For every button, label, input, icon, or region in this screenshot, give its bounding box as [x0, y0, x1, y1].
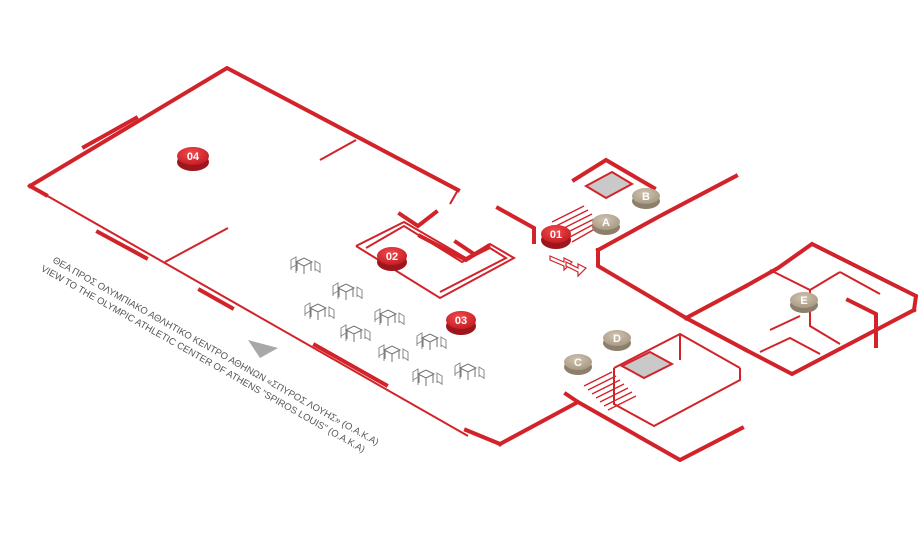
marker-b-label: B	[642, 191, 650, 203]
right-block-walls	[571, 157, 919, 377]
marker-02-label: 02	[386, 251, 398, 263]
cafe-table-icon	[332, 282, 363, 300]
marker-04-label: 04	[187, 151, 200, 163]
central-section-walls	[355, 205, 536, 300]
marker-04[interactable]: 04	[177, 147, 209, 171]
marker-03[interactable]: 03	[446, 311, 476, 335]
marker-a-label: A	[602, 217, 610, 229]
marker-03-label: 03	[455, 315, 467, 327]
cafe-table-icon	[412, 368, 443, 386]
elevator-pad-bottom	[619, 350, 675, 380]
lower-block-walls	[497, 332, 745, 463]
cafe-table-icon	[304, 302, 335, 320]
cafe-table-icon	[290, 256, 321, 274]
cafe-table-icon	[378, 344, 409, 362]
cafe-table-icon	[416, 332, 447, 350]
marker-c-label: C	[574, 357, 582, 369]
marker-d[interactable]: D	[603, 330, 631, 351]
cafe-table-icon	[340, 324, 371, 342]
stairs-bottom	[583, 371, 637, 411]
cafe-table-icon	[454, 362, 485, 380]
cafe-tables	[290, 256, 485, 386]
elevator-pad-top	[583, 170, 635, 200]
marker-e-label: E	[800, 295, 807, 307]
caption-greek: ΘΕΑ ΠΡΟΣ ΟΛΥΜΠΙΑΚΟ ΑΘΛΗΤΙΚΟ ΚΕΝΤΡΟ ΑΘΗΝΩ…	[51, 255, 381, 448]
marker-b[interactable]: B	[632, 188, 660, 209]
entrance-arrows-icon	[549, 255, 588, 278]
cafe-table-icon	[374, 308, 405, 326]
marker-02[interactable]: 02	[377, 247, 407, 271]
marker-e[interactable]: E	[790, 292, 818, 313]
main-hall-walls	[27, 65, 503, 447]
marker-d-label: D	[613, 333, 621, 345]
marker-a[interactable]: A	[592, 214, 620, 235]
marker-01[interactable]: 01	[541, 225, 571, 249]
marker-c[interactable]: C	[564, 354, 592, 375]
view-direction-triangle-icon	[248, 340, 278, 358]
marker-01-label: 01	[550, 229, 562, 241]
